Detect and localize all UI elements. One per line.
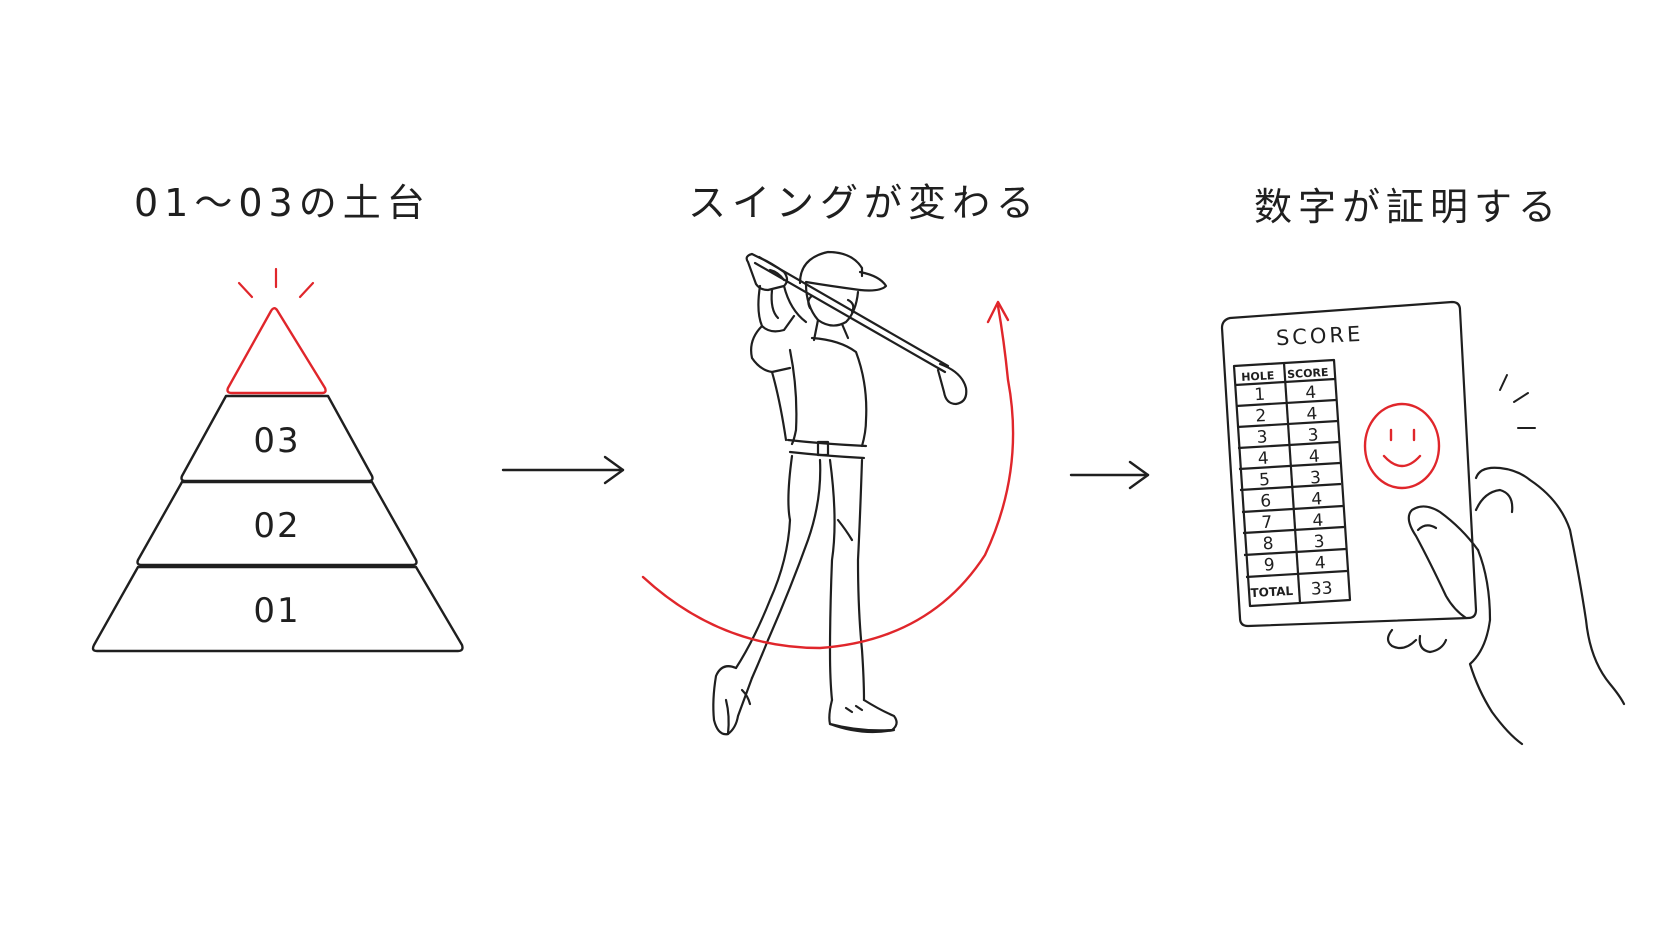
tier-label-02: 02	[253, 506, 300, 546]
hole-score: 3	[1313, 532, 1325, 553]
scorecard	[1220, 300, 1478, 628]
spark-lines-icon-2	[1499, 374, 1536, 429]
hole-number: 8	[1262, 534, 1274, 555]
pyramid-tier-02	[136, 480, 418, 567]
hole-number: 6	[1260, 491, 1272, 512]
hand-illustration	[1386, 466, 1626, 746]
tier-label-01: 01	[253, 591, 300, 631]
title-numbers: 数字が証明する	[1254, 185, 1563, 229]
hole-score: 4	[1311, 489, 1323, 510]
title-foundation: 01〜03の土台	[134, 181, 431, 225]
scorecard-title: SCORE	[1275, 322, 1364, 351]
title-swing: スイングが変わる	[688, 181, 1041, 225]
golfer-illustration	[712, 250, 968, 736]
pyramid-tier-01	[91, 565, 464, 653]
total-value: 33	[1310, 578, 1333, 599]
hole-number: 4	[1257, 449, 1269, 470]
swing-arc-icon	[641, 300, 1015, 650]
pyramid	[91, 267, 464, 653]
hole-score: 4	[1308, 447, 1320, 468]
hole-score: 3	[1307, 425, 1319, 446]
hole-score: 4	[1314, 553, 1326, 574]
hole-score: 4	[1312, 511, 1324, 532]
hole-score: 3	[1310, 468, 1322, 489]
col-header-score: SCORE	[1287, 366, 1329, 381]
spark-lines-icon	[237, 267, 315, 299]
arrow-right-icon	[501, 455, 625, 485]
total-label: TOTAL	[1250, 584, 1294, 600]
hole-number: 9	[1263, 555, 1275, 576]
hole-number: 7	[1261, 513, 1273, 534]
hole-number: 1	[1254, 385, 1266, 406]
pyramid-apex	[226, 307, 327, 395]
hole-number: 3	[1256, 427, 1268, 448]
tier-label-03: 03	[253, 421, 300, 461]
smiley-icon	[1363, 402, 1441, 490]
hole-score: 4	[1305, 383, 1317, 404]
col-header-hole: HOLE	[1241, 369, 1275, 384]
hole-score: 4	[1306, 404, 1318, 425]
arrow-right-icon-2	[1069, 460, 1150, 490]
hole-number: 5	[1259, 470, 1271, 491]
hole-number: 2	[1255, 406, 1267, 427]
